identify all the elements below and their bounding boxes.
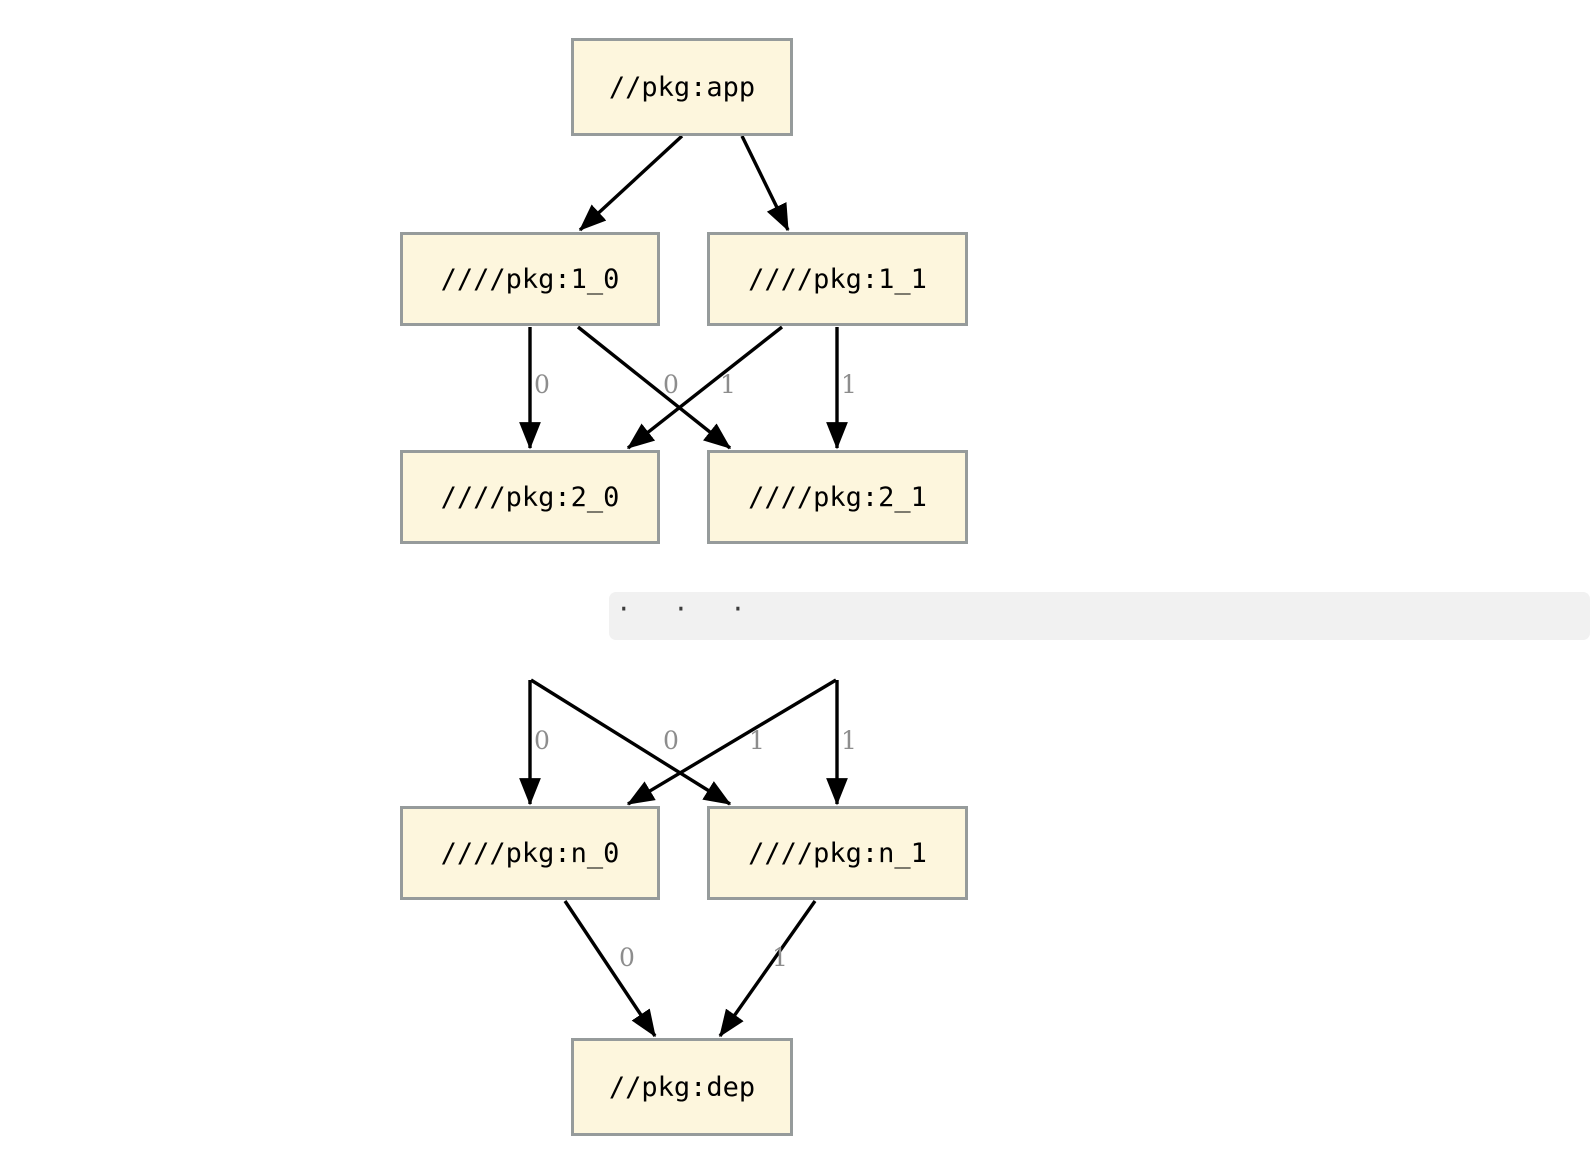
node-label: ////pkg:2_0 <box>440 481 620 513</box>
edge-root-to-nn_0 <box>626 678 837 806</box>
edge-label: 1 <box>749 726 765 755</box>
edge-nn_0-to-dep <box>563 900 657 1038</box>
edge-n1_0-to-n2_1 <box>576 325 732 450</box>
ellipsis-separator-band: · · · <box>609 592 1590 640</box>
edge-label: 1 <box>841 726 857 755</box>
node-n1_0[interactable]: ////pkg:1_0 <box>400 232 660 326</box>
node-label: ////pkg:n_1 <box>748 837 927 869</box>
edge-label: 0 <box>534 726 550 755</box>
node-app[interactable]: //pkg:app <box>571 38 793 136</box>
node-label: //pkg:dep <box>608 1071 756 1103</box>
node-label: ////pkg:1_0 <box>440 263 620 295</box>
node-n1_1[interactable]: ////pkg:1_1 <box>707 232 968 326</box>
node-label: ////pkg:2_1 <box>748 481 927 513</box>
edge-root-to-nn_1 <box>530 678 732 806</box>
node-n2_1[interactable]: ////pkg:2_1 <box>707 450 968 544</box>
edge-n1_1-to-n2_0 <box>626 325 784 450</box>
edge-label: 1 <box>720 370 736 399</box>
node-n2_0[interactable]: ////pkg:2_0 <box>400 450 660 544</box>
edge-app-to-n1_1 <box>740 135 790 232</box>
edge-label: 0 <box>663 370 679 399</box>
edge-label: 0 <box>663 726 679 755</box>
edge-label: 1 <box>841 370 857 399</box>
node-label: ////pkg:1_1 <box>748 263 927 295</box>
edge-group <box>519 134 848 1038</box>
node-nn_1[interactable]: ////pkg:n_1 <box>707 806 968 900</box>
edge-label: 0 <box>619 943 635 972</box>
node-nn_0[interactable]: ////pkg:n_0 <box>400 806 660 900</box>
node-dep[interactable]: //pkg:dep <box>571 1038 793 1136</box>
edge-app-to-n1_0 <box>578 134 684 232</box>
edge-nn_1-to-dep <box>718 900 817 1038</box>
edge-label: 1 <box>772 943 788 972</box>
node-label: ////pkg:n_0 <box>440 837 620 869</box>
edge-label: 0 <box>534 370 550 399</box>
node-label: //pkg:app <box>608 71 756 103</box>
ellipsis-dots: · · · <box>619 592 762 627</box>
